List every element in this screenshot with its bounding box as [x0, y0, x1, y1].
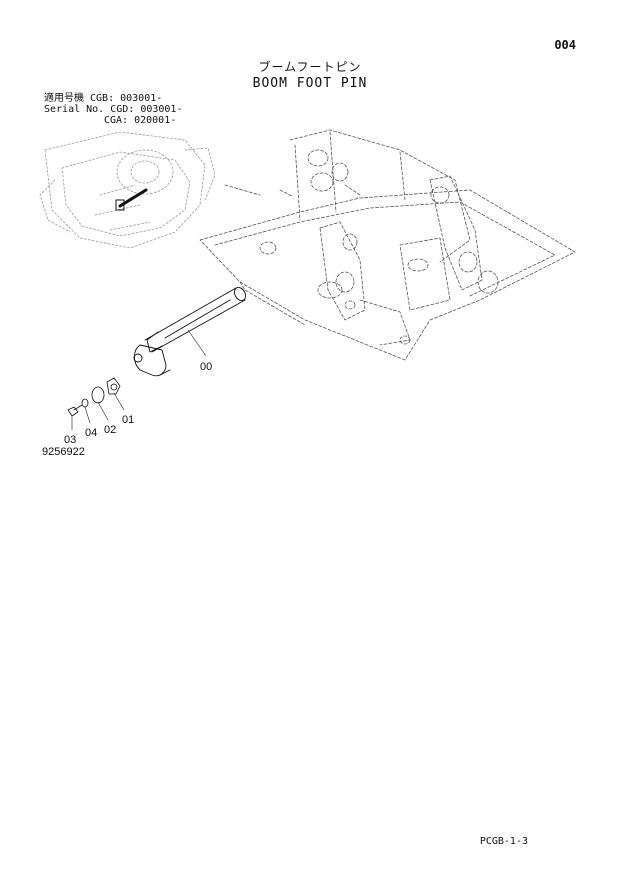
serial-row-cgd: Serial No. CGD: 003001-: [44, 104, 183, 115]
callout-03: 03: [64, 434, 76, 446]
serial-row-cgb: 適用号機 CGB: 003001-: [44, 93, 163, 104]
leader-lines: [71, 329, 207, 431]
callout-01: 01: [122, 414, 134, 426]
title-japanese: ブームフートピン: [258, 60, 362, 74]
part-01-plate: [106, 377, 121, 395]
serial-row-cga: CGA: 020001-: [104, 115, 177, 126]
locator-highlight-plate: [115, 199, 125, 211]
callout-02: 02: [104, 424, 116, 436]
callout-00: 00: [200, 361, 212, 373]
part-02-washer: [91, 386, 105, 404]
locator-view-machine: [39, 131, 216, 249]
drawing-number: 9256922: [42, 446, 85, 458]
main-frame: [199, 129, 576, 361]
sheet-code: PCGB-1-3: [479, 836, 528, 847]
serial-applicability-block: 適用号機 CGB: 003001- Serial No. CGD: 003001…: [44, 93, 182, 126]
part-04-lock-washer: [81, 398, 89, 408]
title-english: BOOM FOOT PIN: [252, 76, 368, 91]
callout-04: 04: [85, 427, 97, 439]
page-number: 004: [554, 38, 576, 52]
part-03-bolt: [67, 404, 83, 417]
part-00-pin: [133, 286, 247, 377]
